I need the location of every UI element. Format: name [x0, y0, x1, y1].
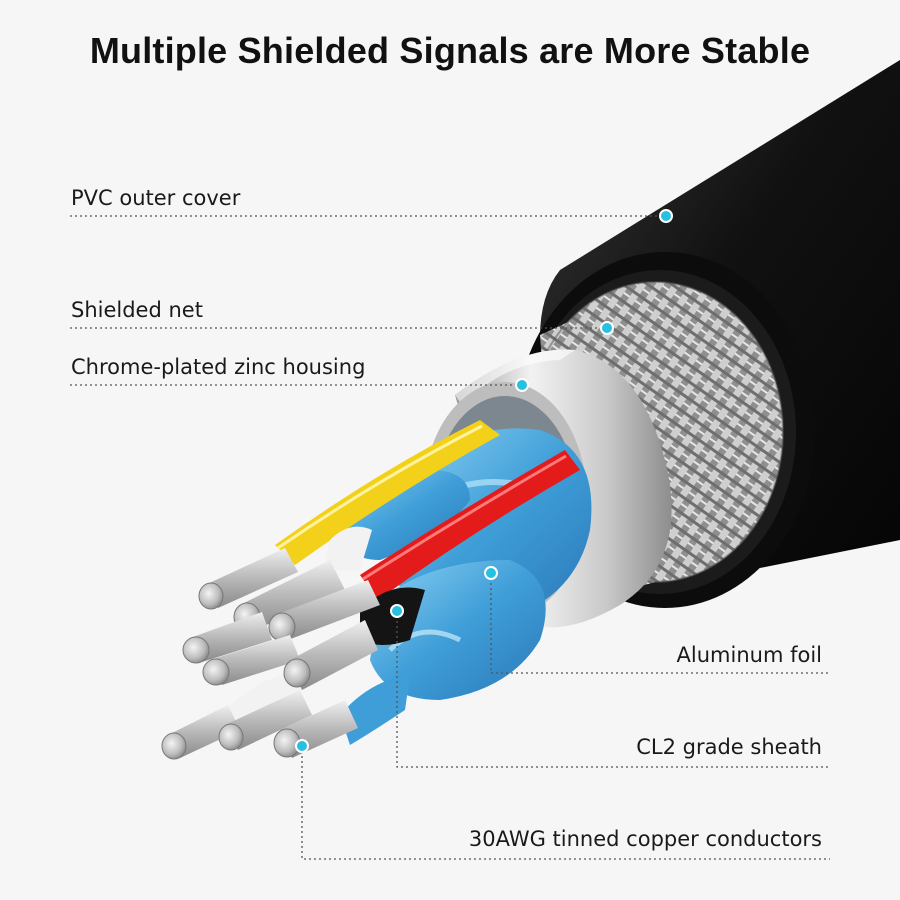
marker-foil [484, 566, 498, 580]
marker-shield [600, 321, 614, 335]
leader-conductors [301, 746, 830, 860]
marker-housing [515, 378, 529, 392]
label-shielded-net: Shielded net [71, 298, 203, 322]
label-cl2-grade-sheath: CL2 grade sheath [636, 735, 822, 759]
marker-pvc [659, 209, 673, 223]
leader-sheath [396, 611, 830, 768]
label-30awg-tinned-copper-conductors: 30AWG tinned copper conductors [468, 827, 822, 851]
copper-conductors [161, 548, 380, 760]
label-pvc-outer-cover: PVC outer cover [71, 186, 241, 210]
headline-title: Multiple Shielded Signals are More Stabl… [89, 30, 811, 71]
label-aluminum-foil: Aluminum foil [676, 643, 822, 667]
leader-foil [490, 573, 830, 674]
marker-sheath [390, 604, 404, 618]
marker-dots [295, 209, 673, 753]
leader-lines [70, 215, 830, 860]
label-chrome-plated-zinc-housing: Chrome-plated zinc housing [71, 355, 366, 379]
marker-conductors [295, 739, 309, 753]
